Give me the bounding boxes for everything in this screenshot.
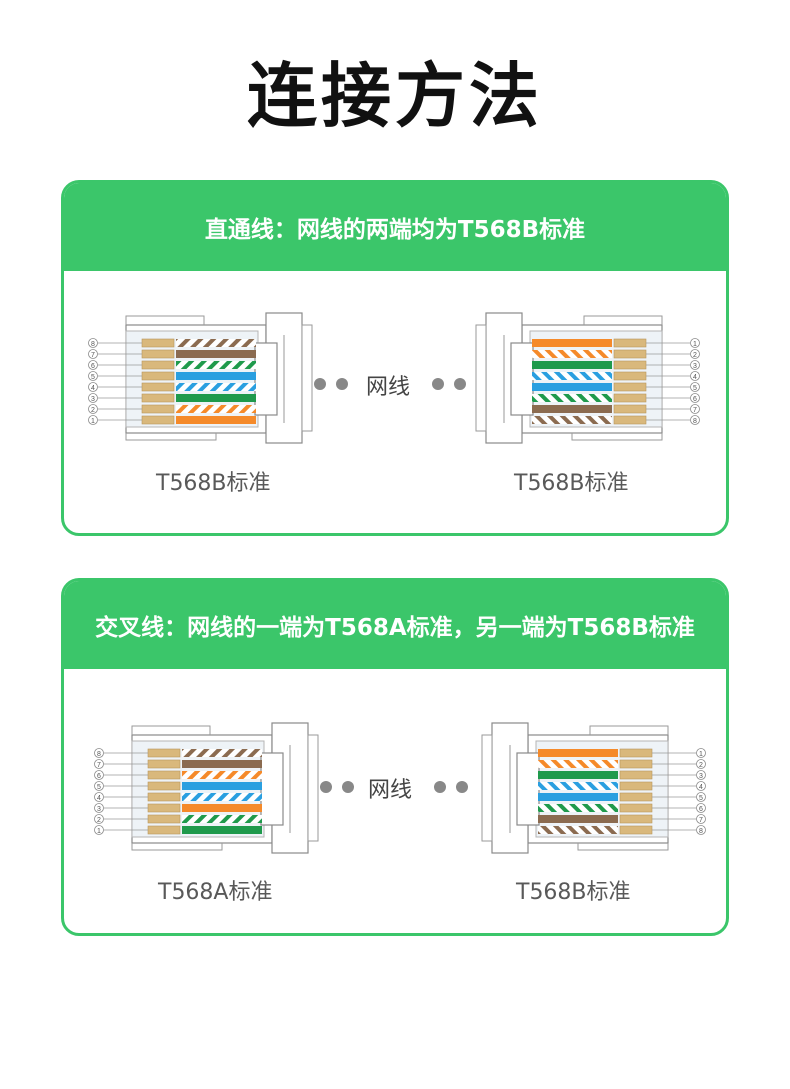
pin-number: 8	[699, 828, 703, 835]
pin-number: 4	[699, 784, 703, 791]
pin-number: 2	[693, 352, 697, 359]
pin-number: 6	[693, 396, 697, 403]
pin-number: 5	[693, 385, 697, 392]
left-standard-label: T568A标准	[158, 880, 273, 905]
connection-diagram: 8 7 6 5 4 3 2 1 网线 1 2 3 4 5 6 7 8 T568A标准 T568B标准	[64, 669, 726, 933]
pin-number: 3	[693, 363, 697, 370]
connection-diagram: 8 7 6 5 4 3 2 1 网线 1 2 3 4 5 6 7 8 T568B标准 T568B标准	[64, 271, 726, 533]
cable-dot	[314, 378, 326, 390]
pin-number: 5	[699, 795, 703, 802]
straight-through-panel: 直通线：网线的两端均为T568B标准 8 7 6 5 4 3 2 1 网线 1 2 3 4 5 6 7 8 …	[61, 180, 729, 536]
pin-number: 1	[97, 828, 101, 835]
pin-number: 4	[693, 374, 697, 381]
pin-number: 8	[97, 751, 101, 758]
cable-dot	[336, 378, 348, 390]
page-title: 连接方法	[247, 55, 543, 137]
left-standard-label: T568B标准	[156, 471, 271, 496]
left-rj45-connector-icon: 8 7 6 5 4 3 2 1	[94, 722, 319, 854]
pin-number: 6	[97, 773, 101, 780]
pin-number: 3	[97, 806, 101, 813]
pin-number: 7	[97, 762, 101, 769]
pin-number: 1	[91, 418, 95, 425]
pin-number: 5	[91, 374, 95, 381]
pin-number: 5	[97, 784, 101, 791]
right-rj45-connector-icon: 1 2 3 4 5 6 7 8	[475, 312, 700, 444]
pin-number: 6	[699, 806, 703, 813]
pin-number: 6	[91, 363, 95, 370]
cable-label: 网线	[368, 778, 413, 803]
right-standard-label: T568B标准	[514, 471, 629, 496]
pin-number: 7	[91, 352, 95, 359]
cable-label: 网线	[366, 375, 411, 400]
cable-dot	[432, 378, 444, 390]
cable-dot	[342, 781, 354, 793]
crossover-panel: 交叉线：网线的一端为T568A标准，另一端为T568B标准 8 7 6 5 4 3 2 1 网…	[61, 578, 729, 936]
pin-number: 2	[97, 817, 101, 824]
right-standard-label: T568B标准	[516, 880, 631, 905]
right-rj45-connector-icon: 1 2 3 4 5 6 7 8	[481, 722, 706, 854]
pin-number: 1	[699, 751, 703, 758]
pin-number: 7	[699, 817, 703, 824]
pin-number: 8	[693, 418, 697, 425]
pin-number: 4	[97, 795, 101, 802]
pin-number: 7	[693, 407, 697, 414]
pin-number: 3	[91, 396, 95, 403]
pin-number: 3	[699, 773, 703, 780]
pin-number: 2	[699, 762, 703, 769]
cable-dot	[454, 378, 466, 390]
pin-number: 1	[693, 341, 697, 348]
panel-header: 直通线：网线的两端均为T568B标准	[64, 183, 726, 271]
pin-number: 8	[91, 341, 95, 348]
left-rj45-connector-icon: 8 7 6 5 4 3 2 1	[88, 312, 313, 444]
pin-number: 4	[91, 385, 95, 392]
pin-number: 2	[91, 407, 95, 414]
panel-header: 交叉线：网线的一端为T568A标准，另一端为T568B标准	[64, 581, 726, 669]
cable-dot	[434, 781, 446, 793]
cable-dot	[320, 781, 332, 793]
cable-dot	[456, 781, 468, 793]
